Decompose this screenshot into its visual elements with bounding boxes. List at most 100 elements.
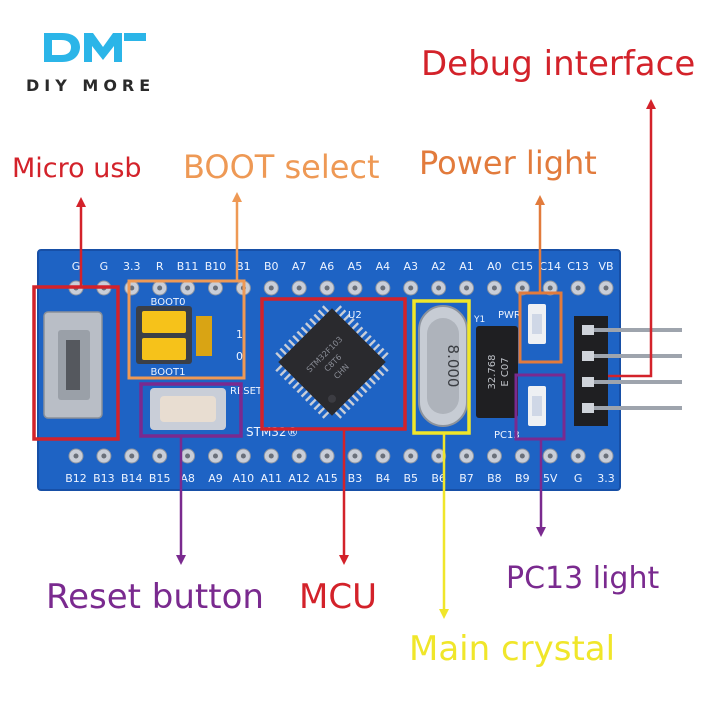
power-led: PWR [498, 304, 546, 344]
bottom-pin-label: B14 [121, 472, 143, 485]
pin-hole [436, 453, 442, 459]
pin-hole [575, 453, 581, 459]
mcu-box [260, 297, 407, 431]
mcu-pin [283, 373, 292, 381]
pin-hole [491, 453, 497, 459]
mcu-pin [351, 394, 360, 402]
mcu-pin [338, 407, 347, 415]
micro-usb-box [32, 285, 120, 441]
header-pin-solder [582, 403, 594, 413]
mcu-pin [283, 343, 292, 351]
mcu-pins [275, 305, 389, 419]
mcu-pin [309, 398, 317, 406]
top-pin-label: A4 [376, 260, 391, 273]
mcu-pin [334, 411, 343, 419]
pin-hole [73, 453, 79, 459]
pin-hole [603, 453, 609, 459]
pin-hole [519, 285, 525, 291]
top-pin-label: 3.3 [123, 260, 141, 273]
mcu-pin [381, 351, 389, 360]
pc13-led: PC13 [494, 386, 546, 441]
mcu-pin [321, 305, 330, 313]
mcu-pin [377, 347, 385, 356]
mcu-pin [355, 326, 364, 334]
mcu-pin [360, 330, 368, 339]
mcu-pin [334, 305, 343, 313]
mcu-pin [338, 309, 347, 317]
pin-hole [519, 453, 525, 459]
debug-header [574, 316, 682, 426]
top-pin-label: A2 [431, 260, 446, 273]
mcu-pin [372, 373, 381, 381]
pin-hole [324, 285, 330, 291]
header-pin [590, 380, 682, 384]
pin-hole [380, 453, 386, 459]
silk-pwr: PWR [498, 310, 521, 321]
bottom-pin-label: 3.3 [597, 472, 615, 485]
mcu-pin [364, 381, 372, 390]
header-pin-solder [582, 351, 594, 361]
mcu-pin [313, 313, 321, 322]
top-pin-label: VB [598, 260, 613, 273]
silk-boot1: BOOT1 [151, 367, 186, 378]
silk-boot0: BOOT0 [151, 297, 186, 308]
pin-hole [101, 453, 107, 459]
top-pin-label: R [156, 260, 164, 273]
pin-hole [352, 285, 358, 291]
mcu-pin [355, 390, 364, 398]
rtc-marking-top: 32.768 [487, 355, 498, 390]
pin-hole [157, 453, 163, 459]
mcu-pin [343, 313, 351, 322]
pin-hole [491, 285, 497, 291]
pin-hole [547, 453, 553, 459]
top-pin-label: A5 [348, 260, 363, 273]
label-main-crystal: Main crystal [409, 629, 615, 669]
bottom-pin-label: B12 [65, 472, 87, 485]
pin-hole [157, 285, 163, 291]
label-power-light: Power light [419, 144, 597, 182]
label-micro-usb: Micro usb [12, 153, 142, 184]
bottom-pin-label: A12 [288, 472, 310, 485]
pin-hole [464, 285, 470, 291]
pin-hole [380, 285, 386, 291]
top-pin-label: A6 [320, 260, 335, 273]
bottom-pin-label: A11 [260, 472, 282, 485]
pin-hole [212, 453, 218, 459]
pin-hole [129, 285, 135, 291]
pin-hole [603, 285, 609, 291]
label-pc13-light: PC13 light [506, 561, 659, 596]
pin-hole [575, 285, 581, 291]
bottom-pin-label: B4 [376, 472, 391, 485]
mcu-pin [300, 390, 309, 398]
label-boot-select: BOOT select [183, 148, 380, 186]
top-pin-label: C13 [567, 260, 589, 273]
mcu-pin [304, 394, 313, 402]
bottom-pin-label: A9 [208, 472, 223, 485]
silk-u2: U2 [348, 310, 362, 321]
pin-hole [547, 285, 553, 291]
silk-jumper-zero: 0 [236, 350, 243, 363]
header-pin-solder [582, 377, 594, 387]
mcu-pin [313, 402, 321, 411]
mcu-pin [372, 343, 381, 351]
top-pin-label: C15 [511, 260, 533, 273]
pin-hole [240, 453, 246, 459]
bottom-pin-label: A8 [180, 472, 195, 485]
mcu-pin [317, 407, 326, 415]
mcu-pin [292, 381, 300, 390]
mcu-pin [343, 402, 351, 411]
top-pin-label: A1 [459, 260, 474, 273]
label-mcu: MCU [299, 577, 377, 617]
mcu-pin [304, 322, 313, 330]
silk-jumper-one: 1 [236, 328, 243, 341]
top-pin-label: B0 [264, 260, 279, 273]
mcu-pin [381, 364, 389, 373]
boot-jumpers: BOOT0 BOOT1 1 0 [136, 297, 243, 378]
pin-hole [185, 285, 191, 291]
bottom-pin-label: A15 [316, 472, 338, 485]
mcu-pin [360, 385, 368, 394]
top-pin-label: A7 [292, 260, 307, 273]
